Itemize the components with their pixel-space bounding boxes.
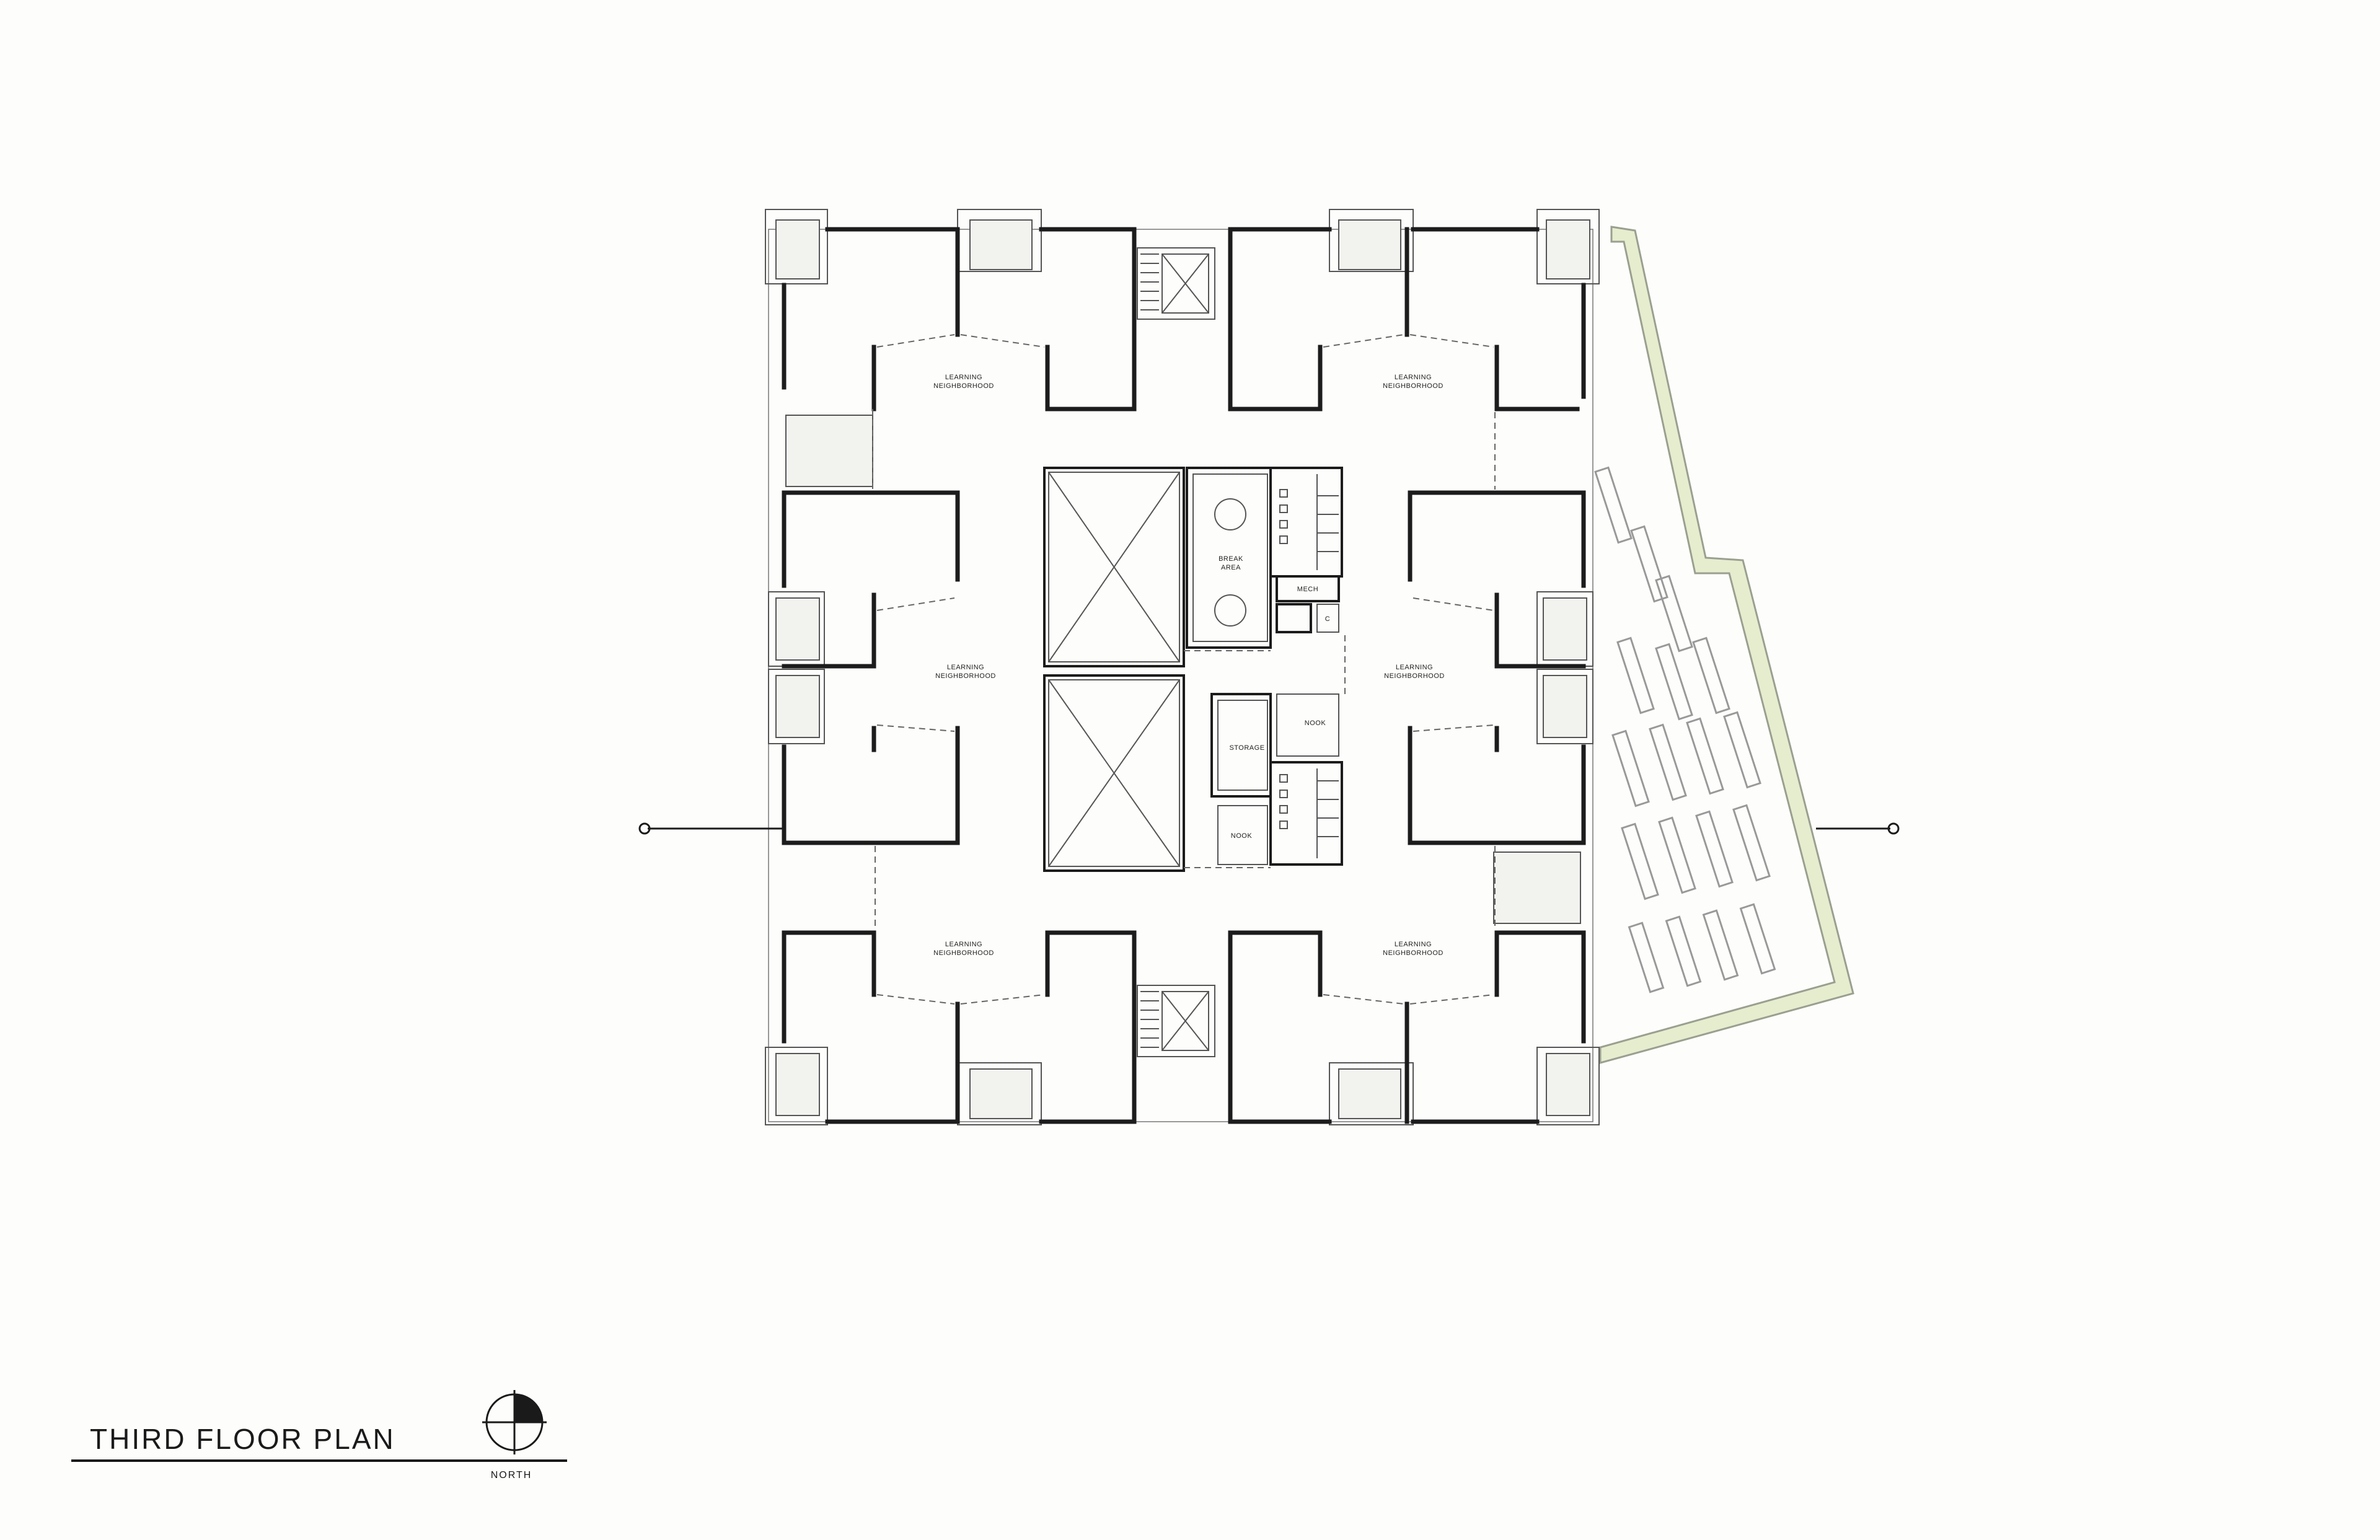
roof-equipment-pads	[1594, 466, 1776, 993]
room-label-break-line2: AREA	[1221, 564, 1241, 571]
room-label-w-line1: LEARNING	[947, 664, 984, 671]
folding-partitions	[872, 334, 1496, 1005]
room-label-w-line2: NEIGHBORHOOD	[935, 672, 996, 680]
room-label-break-line1: BREAK	[1219, 555, 1243, 563]
drawing-title: THIRD FLOOR PLAN	[90, 1423, 395, 1455]
room-label-se-line1: LEARNING	[1395, 941, 1432, 948]
room-label-nook-1: NOOK	[1305, 719, 1326, 727]
room-label-mech: MECH	[1297, 586, 1318, 593]
north-label: NORTH	[491, 1470, 532, 1481]
room-label-sw-line1: LEARNING	[945, 941, 982, 948]
core-rooms	[1184, 467, 1346, 868]
room-label-nw-line2: NEIGHBORHOOD	[933, 382, 994, 390]
room-label-se-line2: NEIGHBORHOOD	[1383, 949, 1443, 957]
title-block: THIRD FLOOR PLAN NORTH	[71, 1390, 567, 1481]
north-arrow-icon	[482, 1390, 547, 1454]
room-label-e-line2: NEIGHBORHOOD	[1384, 672, 1445, 680]
classroom-walls	[782, 227, 1586, 1124]
room-labels: LEARNING NEIGHBORHOOD LEARNING NEIGHBORH…	[933, 374, 1445, 957]
roof-terrace	[1594, 226, 1854, 1064]
room-label-nw-line1: LEARNING	[945, 374, 982, 381]
room-label-ne-line1: LEARNING	[1395, 374, 1432, 381]
section-markers	[638, 822, 1900, 835]
room-label-storage: STORAGE	[1229, 744, 1264, 752]
stair-north	[1137, 247, 1215, 320]
room-label-e-line1: LEARNING	[1396, 664, 1433, 671]
open-shafts	[1043, 467, 1185, 872]
room-label-sw-line2: NEIGHBORHOOD	[933, 949, 994, 957]
room-label-nook-2: NOOK	[1231, 832, 1253, 840]
window-pods	[765, 209, 1600, 1125]
room-label-closet: C	[1325, 615, 1330, 623]
room-label-ne-line2: NEIGHBORHOOD	[1383, 382, 1443, 390]
stair-south	[1137, 985, 1215, 1057]
